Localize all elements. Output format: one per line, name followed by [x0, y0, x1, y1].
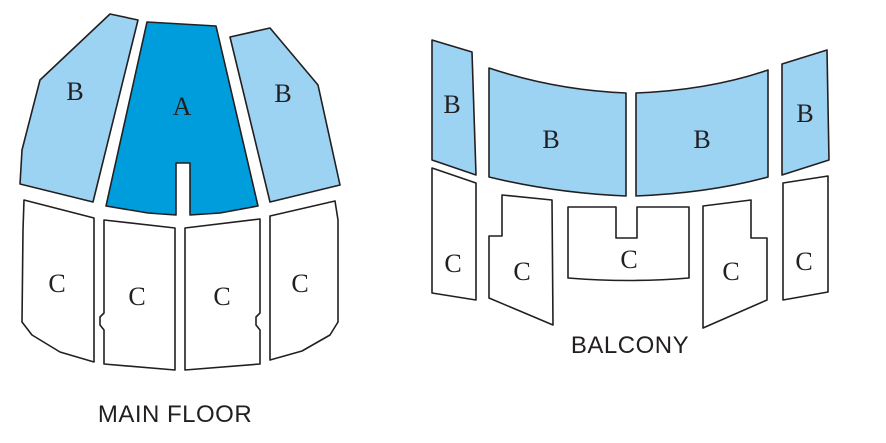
- main-floor-section-c-2[interactable]: [99, 219, 176, 371]
- main-floor-title: MAIN FLOOR: [98, 401, 252, 428]
- balcony-section-b-4[interactable]: [781, 49, 830, 176]
- main-floor-section-a[interactable]: [105, 21, 259, 216]
- main-floor-section-c-4-label: C: [291, 269, 308, 298]
- balcony-section-c-5[interactable]: [782, 175, 829, 301]
- main-floor-section-c-3[interactable]: [184, 218, 261, 371]
- balcony-section-c-1-label: C: [444, 249, 461, 278]
- main-floor: B A B C C C C MAIN FLOOR: [19, 13, 341, 428]
- balcony-section-c-4-label: C: [722, 257, 739, 286]
- balcony-section-b-3[interactable]: [635, 69, 769, 197]
- main-floor-section-a-label: A: [173, 92, 192, 121]
- balcony-section-b-4-label: B: [796, 99, 813, 128]
- balcony-section-c-3-label: C: [620, 245, 637, 274]
- main-floor-section-b-right-label: B: [274, 79, 291, 108]
- balcony-section-c-4[interactable]: [702, 199, 768, 329]
- balcony-section-b-3-label: B: [693, 125, 710, 154]
- balcony-section-c-2-label: C: [513, 257, 530, 286]
- main-floor-section-c-1[interactable]: [21, 199, 95, 363]
- main-floor-section-b-left-label: B: [66, 77, 83, 106]
- main-floor-section-b-left[interactable]: [19, 13, 139, 203]
- balcony-section-c-1[interactable]: [431, 167, 477, 301]
- main-floor-section-c-2-label: C: [128, 282, 145, 311]
- balcony-section-b-1-label: B: [443, 90, 460, 119]
- balcony-section-c-3[interactable]: [567, 206, 690, 282]
- balcony-section-c-2[interactable]: [488, 194, 554, 326]
- balcony: B B B B C C C C C BALCONY: [431, 39, 830, 359]
- balcony-section-b-2-label: B: [542, 125, 559, 154]
- main-floor-section-b-right[interactable]: [229, 27, 341, 203]
- balcony-section-c-5-label: C: [795, 247, 812, 276]
- balcony-section-b-2[interactable]: [488, 67, 627, 197]
- balcony-section-b-1[interactable]: [431, 39, 477, 176]
- balcony-title: BALCONY: [571, 332, 689, 359]
- main-floor-section-c-4[interactable]: [269, 200, 339, 361]
- main-floor-section-c-3-label: C: [213, 282, 230, 311]
- main-floor-section-c-1-label: C: [48, 269, 65, 298]
